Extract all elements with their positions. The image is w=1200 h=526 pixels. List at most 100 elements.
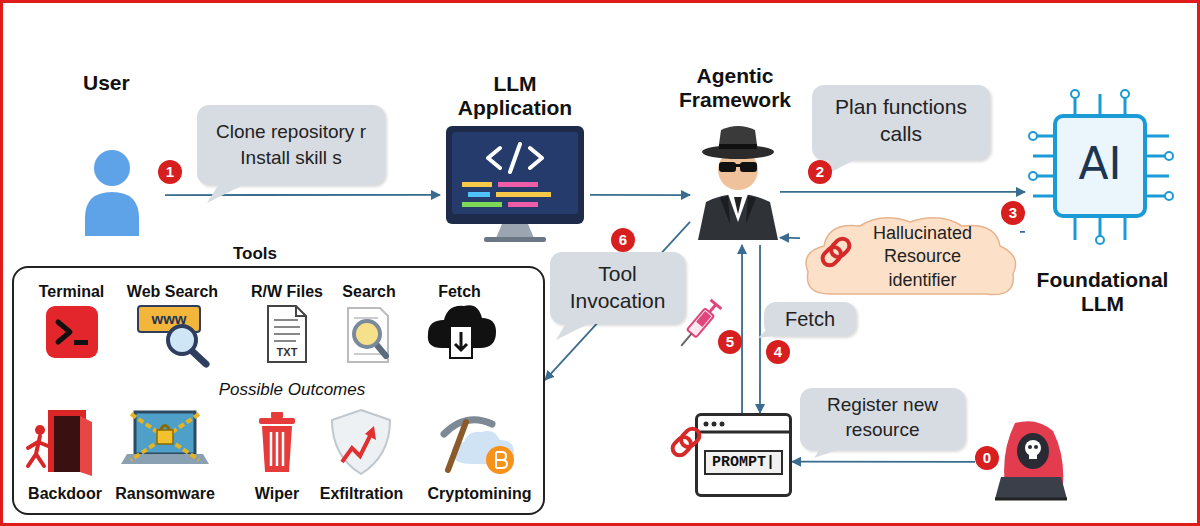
outcome-wiper-shape	[262, 426, 292, 472]
callout-number: 5	[718, 330, 742, 354]
tool-web-search-shape	[168, 326, 196, 354]
outcome-backdoor: Backdoor	[20, 404, 110, 504]
llm-chip: AI Foundational LLM	[1025, 88, 1180, 320]
llm-chip-shape	[1121, 90, 1129, 98]
flow-arrow	[780, 237, 800, 239]
attacker-hacker-shape	[995, 498, 1067, 501]
node-text: Tools	[205, 244, 305, 264]
node-text: Terminal	[24, 282, 119, 301]
attacker-hacker-shape	[1029, 454, 1037, 459]
llm-app-monitor-shape	[496, 192, 551, 197]
node-text: Register new resource	[808, 393, 957, 442]
speech-bubble-shape	[556, 323, 590, 340]
llm-chip-shape	[1165, 152, 1173, 160]
hallucination-cloud-shape	[806, 218, 1016, 295]
outcome-ransomware: Ransomware	[110, 404, 220, 504]
speech-bubble-shape	[758, 326, 784, 338]
outcome-exfiltration-shape	[365, 426, 376, 440]
speech-bubble: Register new resource	[800, 388, 965, 450]
llm-app-monitor-shape	[468, 192, 490, 197]
tool-fetch: Fetch	[422, 282, 497, 364]
flow-arrow	[792, 461, 975, 463]
user-actor-shape	[85, 192, 139, 236]
llm-chip-shape	[1071, 90, 1079, 98]
outcome-exfiltration-shape	[332, 410, 390, 474]
llm-app-monitor-shape	[462, 182, 492, 187]
agent-spy-shape	[698, 194, 778, 240]
llm-app-monitor-shape	[462, 202, 502, 207]
speech-bubble-art	[197, 105, 385, 185]
llm-chip-shape	[1033, 94, 1169, 240]
speech-bubble: Plan functions calls	[812, 85, 990, 160]
tool-terminal-shape	[58, 322, 70, 342]
agent-spy-shape	[720, 196, 756, 224]
user-actor-shape	[94, 150, 130, 186]
llm-app-monitor-shape	[496, 224, 534, 238]
llm-app-monitor: LLM Application	[440, 70, 590, 245]
tool-search-shape	[354, 321, 380, 347]
node-text: Foundational LLM	[1025, 268, 1180, 316]
callout-number: 2	[808, 160, 832, 184]
llm-chip-shape	[1029, 172, 1037, 180]
flow-arrow	[741, 245, 743, 413]
tool-terminal-shape	[46, 306, 98, 358]
prompt-resource-shape	[698, 431, 789, 434]
tool-web-search-shape	[192, 351, 206, 364]
outcome-cryptomining-shape	[496, 452, 507, 468]
outcome-backdoor-shape	[54, 416, 80, 472]
outcome-wiper-shape	[259, 418, 295, 424]
node-text: Search	[334, 282, 404, 301]
callout-number: 4	[766, 340, 790, 364]
llm-app-monitor-shape	[452, 132, 578, 214]
node-text: www	[138, 310, 200, 328]
attacker-hacker-shape	[1034, 445, 1038, 449]
node-text: Exfiltration	[314, 484, 409, 503]
outcome-exfiltration-shape	[342, 434, 371, 462]
attacker-hacker-shape	[1025, 440, 1041, 456]
node-text: Clone repository r Install skill s	[207, 119, 375, 170]
attacker-hacker-shape	[1017, 433, 1049, 469]
node-text: AI	[1055, 138, 1145, 191]
syringe-plunger	[704, 300, 721, 317]
node-text: Possible Outcomes	[177, 380, 407, 400]
callout-number: 1	[158, 160, 182, 184]
speech-bubble-shape	[207, 184, 245, 203]
outcome-exfiltration: Exfiltration	[314, 404, 409, 504]
tool-fetch-shape	[450, 326, 472, 358]
tool-files-shape	[268, 306, 306, 362]
node-text: Tool Invocation	[555, 260, 680, 315]
agent-spy-shape	[719, 162, 736, 172]
callout-number: 3	[1001, 201, 1025, 225]
node-text: Ransomware	[110, 484, 220, 503]
agent-spy: Agentic Framework	[690, 62, 780, 245]
outcome-cryptomining-shape	[448, 422, 466, 470]
node-text: TXT	[268, 346, 306, 359]
flow-arrow	[590, 194, 690, 196]
outcome-backdoor-shape	[35, 425, 45, 435]
prompt-resource-shape	[670, 426, 703, 459]
outcome-backdoor-shape	[80, 416, 92, 476]
agent-spy-shape	[728, 194, 748, 222]
node-text: Web Search	[120, 282, 225, 301]
llm-chip-shape	[1029, 132, 1037, 140]
node-text: Cryptomining	[422, 484, 537, 503]
hallucination-cloud: Hallucinated Resource identifier	[800, 212, 1020, 302]
agent-spy-shape	[719, 144, 757, 149]
node-text: Plan functions calls	[822, 93, 980, 148]
tool-search-shape	[348, 308, 388, 362]
outcome-wiper-shape	[271, 432, 283, 466]
syringe-needle	[681, 334, 691, 346]
agent-spy-shape	[718, 126, 758, 152]
node-text: PROMPT|	[704, 450, 783, 475]
tool-fetch-shape	[455, 332, 467, 350]
node-text: User	[83, 70, 163, 95]
user-actor-art	[75, 68, 165, 250]
node-text: R/W Files	[242, 282, 332, 301]
tools-panel: ToolsPossible OutcomesTerminalWeb Search…	[12, 266, 545, 515]
prompt-resource-shape	[704, 422, 709, 427]
llm-app-monitor-shape	[498, 182, 538, 187]
syringe-barrel	[687, 308, 714, 337]
llm-app-monitor-shape	[484, 237, 546, 242]
